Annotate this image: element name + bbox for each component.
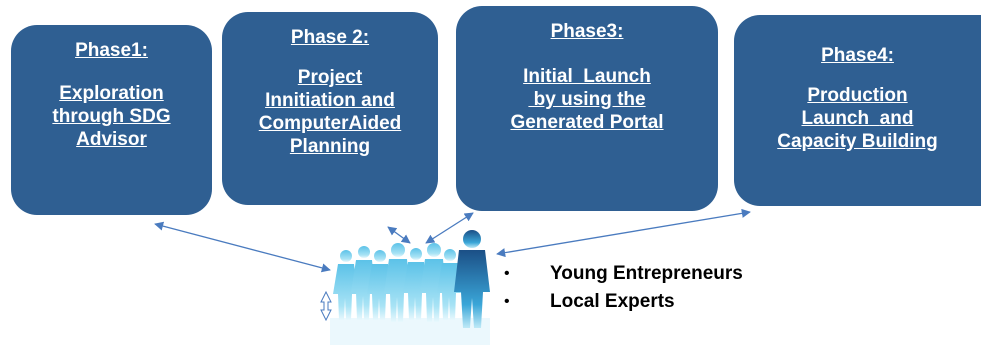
phase-3-line-2: by using the: [528, 89, 646, 110]
phase-2-line-3: ComputerAided: [258, 113, 402, 134]
phase-4-box: Phase4: Production Launch and Capacity B…: [734, 15, 981, 206]
connector-phase2: [387, 226, 411, 244]
phase-1-line-1: Exploration: [59, 83, 164, 104]
bullet-icon: •: [504, 265, 510, 282]
phase-4-description: Production Launch and Capacity Building: [734, 84, 981, 153]
phase-1-title: Phase1:: [75, 40, 148, 61]
phase-4-and-word: and: [879, 108, 914, 129]
connector-phase4: [496, 208, 751, 258]
phase-4-line-1: Production: [807, 85, 908, 106]
phase-1-box: Phase1: Exploration through SDG Advisor: [11, 25, 212, 215]
phase-3-description: Initial Launch by using the Generated Po…: [456, 65, 718, 134]
phase-1-line-2: through SDG: [52, 106, 171, 127]
phase-3-line-1: Initial Launch: [523, 66, 651, 87]
connector-phase1: [154, 221, 331, 273]
phase-4-launch-word: Launch: [801, 108, 870, 129]
stakeholder-list: • Young Entrepreneurs • Local Experts: [500, 260, 743, 316]
people-group-icon: [330, 230, 490, 345]
phase-1-description: Exploration through SDG Advisor: [11, 82, 212, 151]
phase-3-line-3: Generated Portal: [510, 112, 664, 133]
connector-phase3: [425, 212, 474, 244]
phase-2-line-1: Project: [297, 67, 363, 88]
phase-4-line-2: Launch and: [734, 107, 981, 130]
stakeholder-label: Local Experts: [550, 291, 675, 312]
phase-2-line-2: Innitiation and: [265, 90, 395, 111]
phase-4-line-3: Capacity Building: [777, 131, 938, 152]
phase-1-line-3: Advisor: [76, 129, 147, 150]
phase-2-box: Phase 2: Project Innitiation and Compute…: [222, 12, 438, 205]
phase-3-box: Phase3: Initial Launch by using the Gene…: [456, 6, 718, 211]
stakeholder-label: Young Entrepreneurs: [550, 263, 743, 284]
vertical-double-arrow-icon: [320, 290, 332, 322]
phase-3-title: Phase3:: [550, 21, 624, 42]
bullet-icon: •: [504, 293, 510, 310]
phase-4-title: Phase4:: [821, 45, 894, 66]
phase-2-title: Phase 2:: [290, 27, 370, 48]
stakeholder-item: • Local Experts: [500, 288, 743, 316]
phase-2-description: Project Innitiation and ComputerAided Pl…: [222, 66, 438, 158]
phase-2-line-4: Planning: [289, 136, 371, 157]
stakeholder-item: • Young Entrepreneurs: [500, 260, 743, 288]
